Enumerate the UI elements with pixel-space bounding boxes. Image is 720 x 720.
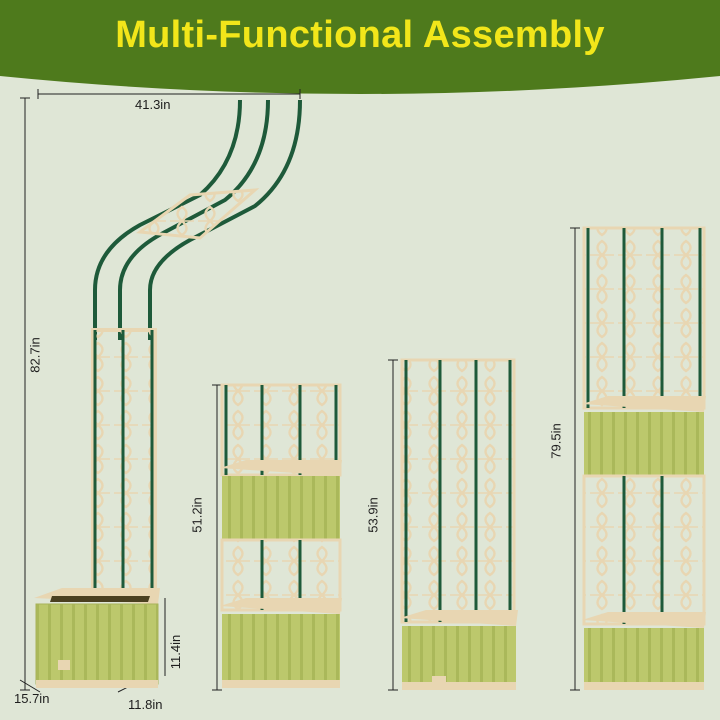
- stacked-configuration: [570, 226, 706, 691]
- width-label: 41.3in: [135, 97, 171, 112]
- box-width-label: 15.7in: [14, 691, 50, 706]
- page-title: Multi-Functional Assembly: [115, 14, 605, 56]
- tall-trellis-configuration: [19, 89, 302, 693]
- single-trellis-configuration: [388, 358, 518, 691]
- stacked-height-label: 79.5in: [548, 423, 564, 459]
- double-height-label: 51.2in: [189, 497, 205, 533]
- single-trellis-height-label: 53.9in: [365, 497, 381, 533]
- box-height-label: 11.4in: [168, 634, 184, 670]
- tall-height-label: 82.7in: [27, 337, 43, 373]
- double-planter-configuration: [212, 383, 342, 691]
- box-depth-label: 11.8in: [128, 697, 163, 712]
- title-banner: [0, 0, 720, 94]
